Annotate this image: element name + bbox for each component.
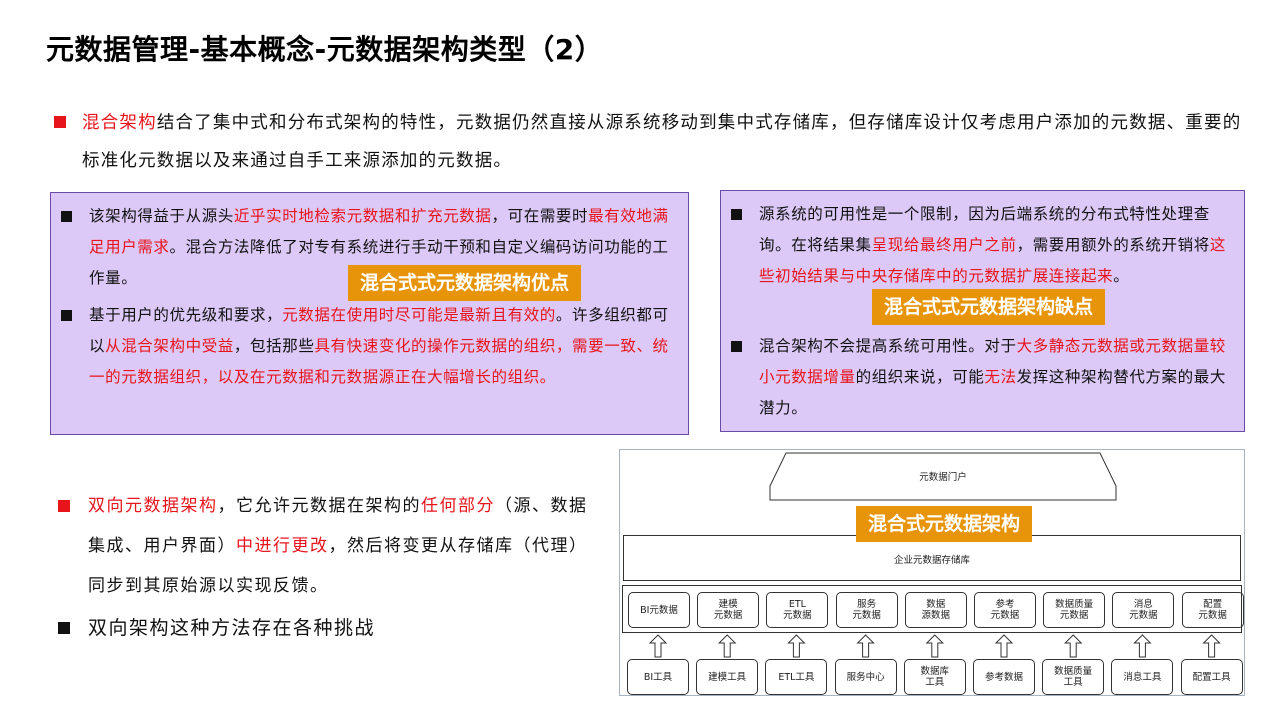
up-arrow-icon — [994, 634, 1014, 658]
metadata-cell: 建模 元数据 — [697, 592, 760, 628]
page-title: 元数据管理-基本概念-元数据架构类型（2） — [46, 33, 604, 66]
diagram-shapes — [648, 452, 1221, 658]
diagram-tag: 混合式元数据架构 — [856, 506, 1033, 542]
bullet-icon — [58, 622, 70, 634]
up-arrow-icon — [648, 634, 668, 658]
portal-label: 元数据门户 — [919, 472, 967, 483]
metadata-cell: 服务 元数据 — [835, 592, 898, 628]
tool-cell: ETL工具 — [765, 659, 828, 695]
metadata-cell: 配置 元数据 — [1181, 592, 1244, 628]
bullet-icon — [54, 116, 66, 128]
up-arrow-icon — [787, 634, 806, 658]
intro-highlight: 混合架构 — [82, 113, 157, 133]
up-arrow-icon — [717, 634, 737, 658]
bullet-icon — [731, 341, 742, 352]
challenge-item: 双向架构这种方法存在各种挑战 — [58, 606, 598, 650]
intro-paragraph: 混合架构结合了集中式和分布式架构的特性，元数据仍然直接从源系统移动到集中式存储库… — [52, 104, 1242, 180]
up-arrow-icon — [1063, 634, 1083, 658]
disadvantage-item-1: 源系统的可用性是一个限制，因为后端系统的分布式特性处理查询。在将结果集呈现给最终… — [731, 199, 1239, 292]
metadata-cell: 参考 元数据 — [974, 592, 1036, 628]
tool-cell: BI工具 — [627, 659, 689, 695]
disadvantages-box: 源系统的可用性是一个限制，因为后端系统的分布式特性处理查询。在将结果集呈现给最终… — [720, 190, 1245, 432]
repository-label: 企业元数据存储库 — [893, 555, 970, 566]
tool-cell: 服务中心 — [834, 659, 897, 695]
advantages-box: 该架构得益于从源头近乎实时地检索元数据和扩充元数据，可在需要时最有效地满足用户需… — [50, 192, 689, 435]
tool-cell: 建模工具 — [696, 659, 759, 695]
disadvantages-tag: 混合式式元数据架构缺点 — [872, 289, 1106, 325]
metadata-cell: 数据质量 元数据 — [1043, 592, 1106, 628]
metadata-cell: BI元数据 — [628, 592, 690, 628]
tool-cell: 消息工具 — [1111, 659, 1174, 695]
metadata-cell: 数据 源数据 — [904, 592, 967, 628]
bidirectional-item: 双向元数据架构，它允许元数据在架构的任何部分（源、数据集成、用户界面）中进行更改… — [58, 486, 598, 606]
bullet-icon — [61, 310, 72, 321]
advantage-item-2: 基于用户的优先级和要求，元数据在使用时尽可能是最新且有效的。许多组织都可以从混合… — [61, 300, 681, 393]
up-arrow-icon — [1202, 634, 1221, 658]
advantages-tag: 混合式式元数据架构优点 — [348, 265, 582, 301]
bullet-icon — [61, 211, 72, 222]
tool-cell: 数据库 工具 — [903, 659, 966, 695]
advantage-item-1: 该架构得益于从源头近乎实时地检索元数据和扩充元数据，可在需要时最有效地满足用户需… — [61, 201, 681, 294]
intro-text: 结合了集中式和分布式架构的特性，元数据仍然直接从源系统移动到集中式存储库，但存储… — [82, 113, 1242, 171]
tool-cell: 参考数据 — [973, 659, 1035, 695]
up-arrow-icon — [1133, 634, 1152, 658]
tool-cell: 数据质量 工具 — [1042, 659, 1105, 695]
disadvantage-item-2: 混合架构不会提高系统可用性。对于大多静态元数据或元数据量较小元数据增量的组织来说… — [731, 331, 1239, 424]
up-arrow-icon — [925, 634, 945, 658]
bullet-icon — [58, 500, 70, 512]
bullet-icon — [731, 209, 742, 220]
up-arrow-icon — [856, 634, 875, 658]
bidirectional-section: 双向元数据架构，它允许元数据在架构的任何部分（源、数据集成、用户界面）中进行更改… — [58, 486, 598, 650]
metadata-cell: ETL 元数据 — [766, 592, 829, 628]
metadata-cell: 消息 元数据 — [1112, 592, 1175, 628]
tool-cell: 配置工具 — [1180, 659, 1243, 695]
